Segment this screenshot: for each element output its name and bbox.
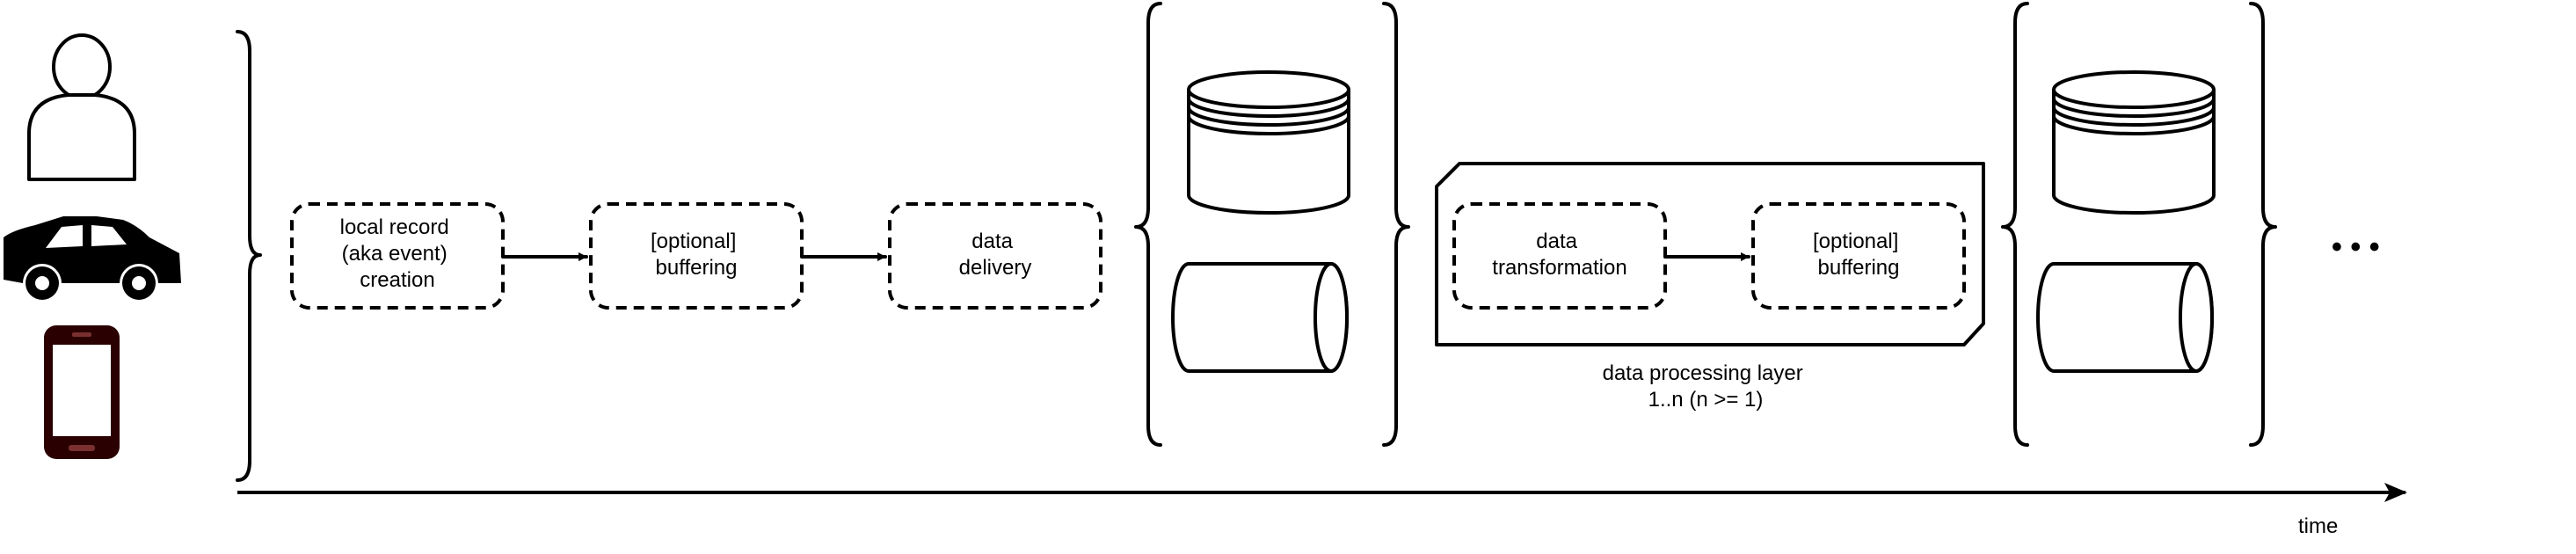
buffering-2-line1: [optional] <box>1813 230 1898 253</box>
svg-text:[optional] buffering: [optional] buffering <box>1813 230 1904 280</box>
buffering-1-line2: buffering <box>656 256 738 280</box>
buffering-node-1: [optional] buffering <box>589 202 804 310</box>
data-delivery-line1: data <box>971 230 1013 253</box>
svg-text:data processing layer 1..n: data processing layer 1..n (n >= 1) <box>1603 361 1809 412</box>
continuation-ellipsis: • • • <box>2332 230 2380 264</box>
cylinder-storage-icon-2 <box>2036 262 2214 373</box>
processing-layer-count: 1..n (n >= 1) <box>1648 388 1764 412</box>
local-record-node: local record (aka event) creation <box>290 202 505 310</box>
disk-storage-icon <box>1187 70 1350 215</box>
left-bracket <box>236 30 262 482</box>
storage-1-left-bracket <box>1134 2 1162 447</box>
buffering-node-2: [optional] buffering <box>1751 202 1966 310</box>
storage-2-left-bracket <box>2001 2 2029 447</box>
data-transformation-line2: transformation <box>1492 256 1626 280</box>
car-icon <box>4 216 181 300</box>
svg-text:[optional] buffering: [optional] buffering <box>651 230 742 280</box>
cylinder-storage-icon <box>1171 262 1349 373</box>
mobile-phone-icon <box>44 325 120 459</box>
buffering-2-line2: buffering <box>1818 256 1900 280</box>
person-icon <box>27 33 136 181</box>
processing-layer-label: data processing layer <box>1603 361 1803 385</box>
local-record-line3: creation <box>360 268 434 292</box>
local-record-line2: (aka event) <box>342 242 448 266</box>
svg-text:data delivery: data delivery <box>959 230 1032 280</box>
time-axis-label: time <box>2298 514 2338 538</box>
data-delivery-node: data delivery <box>888 202 1102 310</box>
svg-text:local record (aka event): local record (aka event) creation <box>340 215 455 292</box>
data-transformation-node: data transformation <box>1452 202 1667 310</box>
storage-1-right-bracket <box>1382 2 1410 447</box>
svg-text:data transformation: data transformation <box>1492 230 1626 280</box>
storage-2-right-bracket <box>2249 2 2277 447</box>
data-delivery-line2: delivery <box>959 256 1032 280</box>
local-record-line1: local record <box>340 215 449 239</box>
buffering-1-line1: [optional] <box>651 230 736 253</box>
data-transformation-line1: data <box>1536 230 1577 253</box>
disk-storage-icon-2 <box>2052 70 2216 215</box>
